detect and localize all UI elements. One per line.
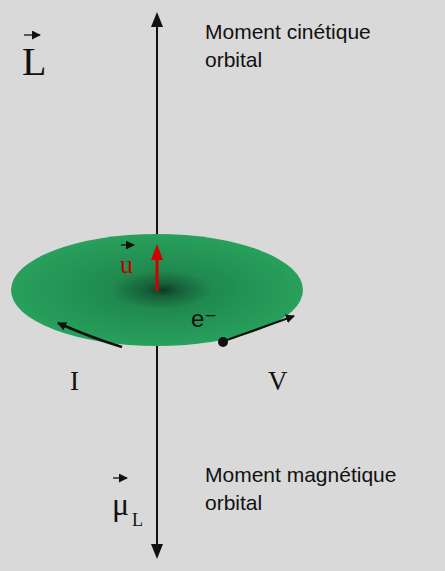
current-label: I: [70, 368, 79, 395]
caption-text: Moment cinétique orbital: [205, 18, 420, 75]
vector-mark: [113, 477, 127, 478]
vector-mark: [121, 244, 134, 245]
subscript-label: L: [132, 511, 143, 529]
unit-vector-shaft: [156, 258, 159, 291]
axis-line: [156, 24, 158, 546]
velocity-label: V: [268, 368, 288, 395]
vector-symbol: μ: [112, 488, 129, 520]
vector-symbol: L: [22, 42, 46, 82]
velocity-arrow: [227, 316, 294, 340]
vector-symbol: u: [120, 252, 133, 278]
particle-label: e⁻: [191, 307, 217, 331]
orbit-disc: [11, 234, 303, 346]
electron-dot: [218, 337, 228, 347]
caption-text: Moment magnétique orbital: [205, 461, 420, 518]
unit-vector-head: [151, 244, 163, 260]
current-arrow: [58, 323, 122, 347]
axis-arrowhead-up: [151, 12, 163, 27]
vector-mark: [24, 34, 40, 35]
axis-arrowhead-down: [151, 544, 163, 559]
